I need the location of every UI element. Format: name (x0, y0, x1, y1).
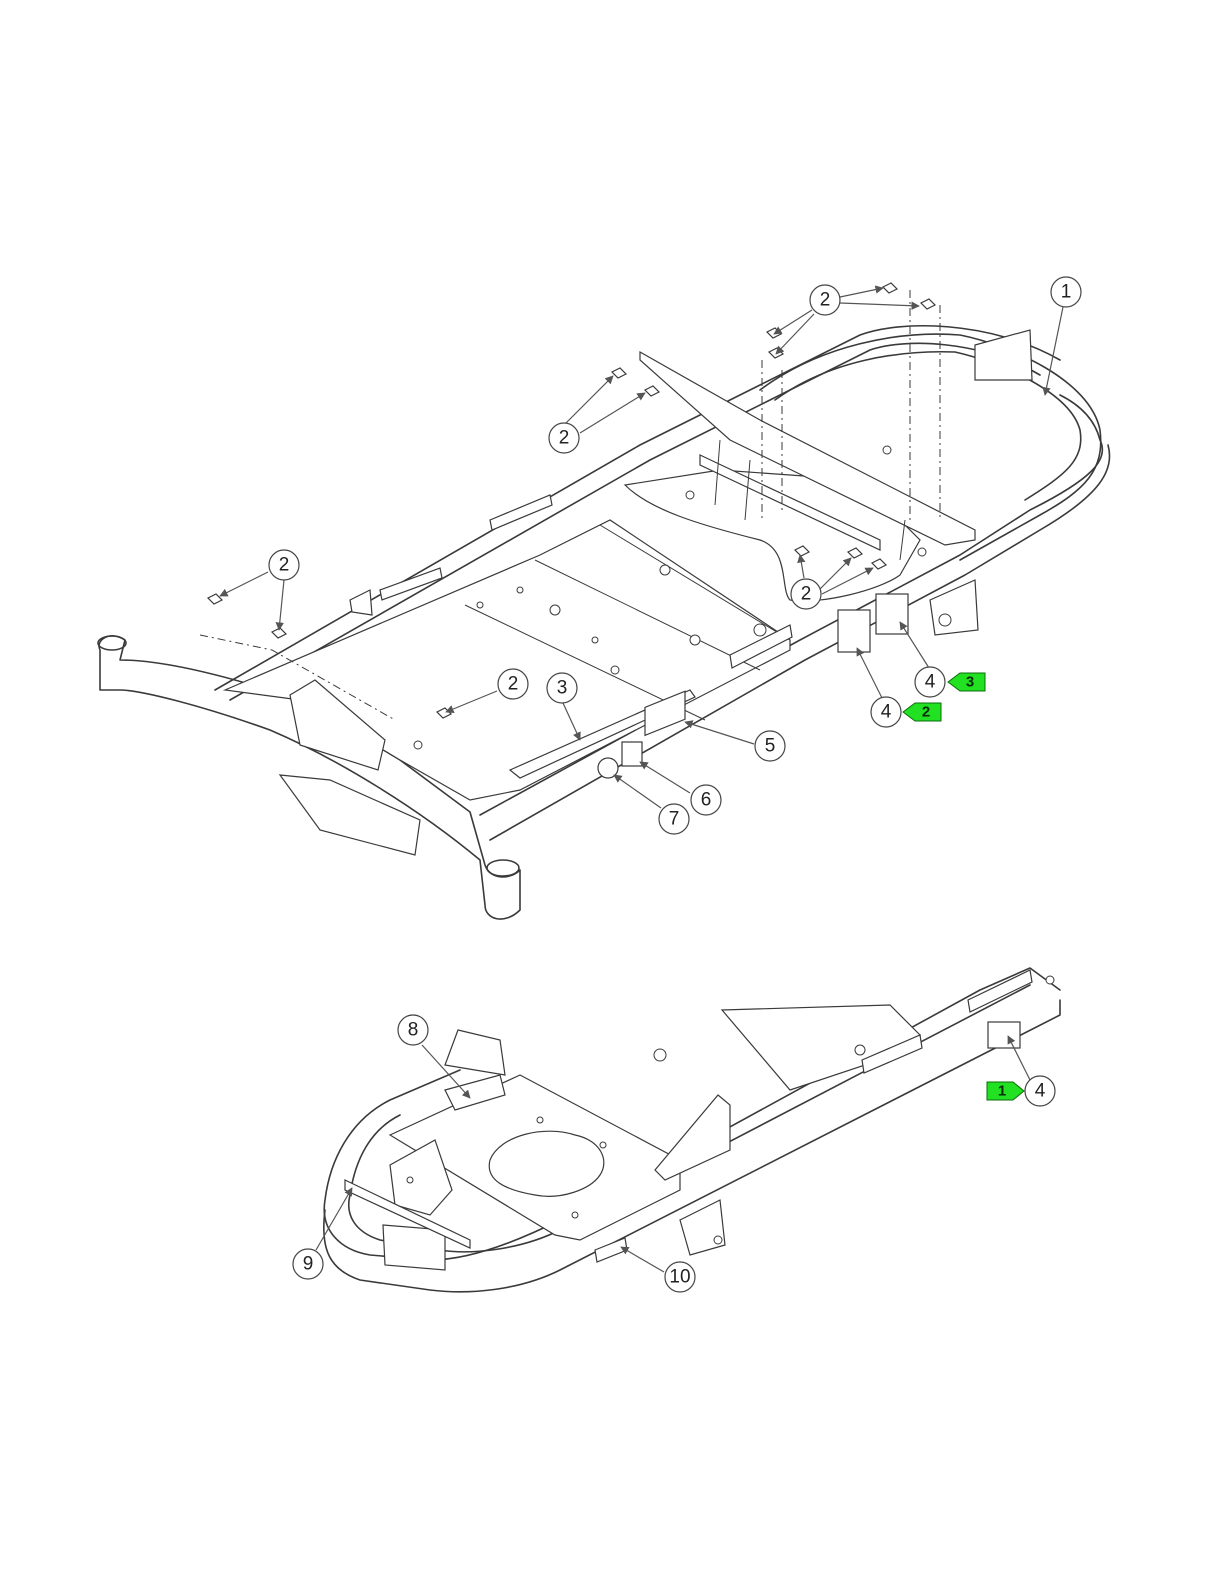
main-frame-top-view (98, 283, 1110, 919)
callout-8: 8 (398, 1015, 428, 1045)
svg-text:1: 1 (1061, 282, 1072, 303)
svg-text:4: 4 (1035, 1081, 1046, 1102)
rear-foot-lower (680, 1200, 725, 1255)
svg-text:6: 6 (701, 790, 712, 811)
callout-4-lower: 4 (1025, 1076, 1055, 1106)
callout-3: 3 (547, 673, 577, 703)
decal-6 (622, 742, 642, 766)
callout-4-right: 4 (915, 667, 945, 697)
decal-4-left (838, 610, 870, 652)
callout-10: 10 (665, 1262, 695, 1292)
svg-text:5: 5 (765, 736, 776, 757)
front-right-post (487, 860, 519, 876)
svg-text:2: 2 (922, 704, 930, 721)
svg-text:7: 7 (669, 809, 680, 830)
svg-text:3: 3 (966, 674, 974, 691)
svg-text:2: 2 (508, 674, 519, 695)
callout-2-mid: 2 (549, 423, 579, 453)
callout-4-left: 4 (871, 697, 901, 727)
decal-10 (595, 1238, 627, 1262)
svg-text:2: 2 (279, 555, 290, 576)
tag-1: 1 (987, 1082, 1024, 1100)
svg-text:3: 3 (557, 678, 568, 699)
floor-pan (225, 520, 790, 800)
svg-text:4: 4 (881, 702, 892, 723)
side-bracket-right (655, 1095, 730, 1180)
bracket-c (350, 590, 372, 615)
tag-2: 2 (903, 703, 941, 721)
svg-text:10: 10 (669, 1267, 690, 1288)
callout-5: 5 (755, 731, 785, 761)
leaders (220, 288, 1063, 1272)
under-skid (280, 775, 420, 855)
callout-1: 1 (1051, 277, 1081, 307)
svg-text:2: 2 (820, 290, 831, 311)
callout-2-top: 2 (810, 285, 840, 315)
callout-7: 7 (659, 804, 689, 834)
callout-2-floor: 2 (498, 669, 528, 699)
svg-text:2: 2 (801, 584, 812, 605)
callout-2-left: 2 (269, 550, 299, 580)
callout-6: 6 (691, 785, 721, 815)
svg-text:4: 4 (925, 672, 936, 693)
svg-text:1: 1 (998, 1083, 1006, 1100)
rear-foot (930, 580, 978, 635)
tag-3: 3 (948, 673, 985, 691)
side-bracket-left (445, 1030, 505, 1075)
front-left-post (98, 636, 126, 650)
rear-mount-plate (975, 330, 1032, 380)
svg-text:9: 9 (303, 1254, 314, 1275)
decal-4-lower (988, 1022, 1020, 1048)
callout-9: 9 (293, 1249, 323, 1279)
bracket-a (490, 495, 552, 530)
svg-text:2: 2 (559, 428, 570, 449)
svg-text:8: 8 (408, 1020, 419, 1041)
callout-2-seat: 2 (791, 579, 821, 609)
rear-frame-view (324, 968, 1060, 1292)
